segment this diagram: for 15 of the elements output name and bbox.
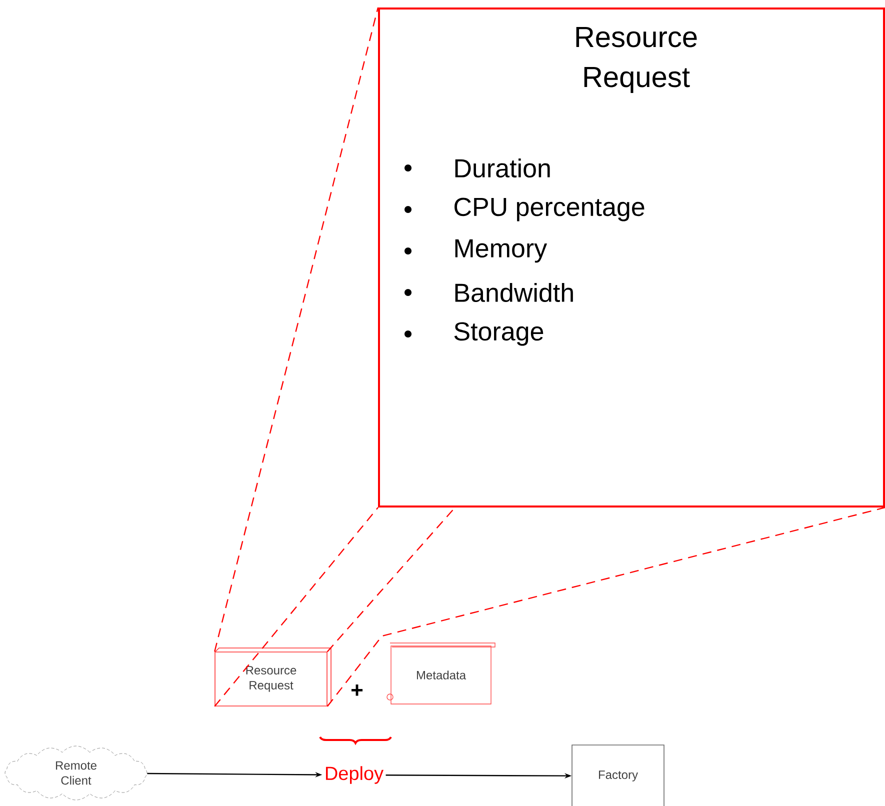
bullet-item: CPU percentage bbox=[454, 198, 644, 222]
bullet-item: Memory bbox=[455, 239, 548, 263]
zoom-line bbox=[326, 507, 456, 652]
bullet-item: Storage bbox=[454, 322, 544, 346]
plus-sign: + bbox=[352, 684, 363, 696]
zoom-line bbox=[214, 507, 378, 707]
process-box: Factory bbox=[572, 744, 664, 806]
block-box: Resource Request bbox=[214, 648, 332, 706]
scroll-box: Metadata bbox=[386, 642, 496, 704]
bullet-item: Duration bbox=[455, 158, 550, 178]
zoom-line bbox=[214, 7, 379, 652]
zoom-line bbox=[326, 506, 885, 707]
box-title: Resource Request bbox=[576, 27, 697, 93]
bullet-item: Bandwidth bbox=[455, 282, 573, 302]
step-label: Deploy bbox=[326, 766, 384, 784]
